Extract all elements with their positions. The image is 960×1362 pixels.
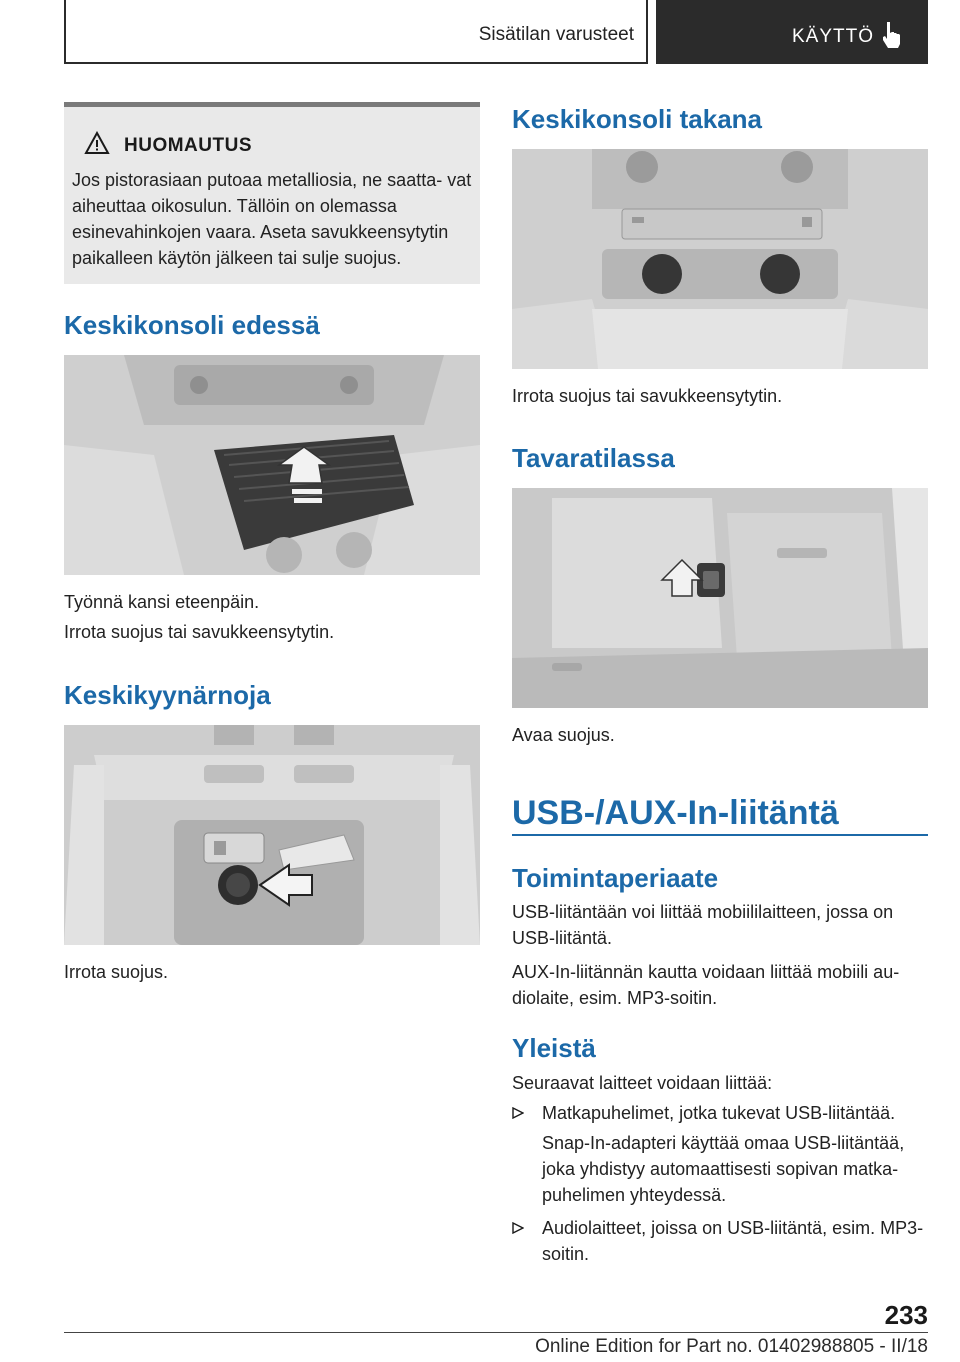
heading-general: Yleistä [512, 1033, 596, 1063]
list-item: Audiolaitteet, joissa on USB-liitäntä, e… [512, 1215, 928, 1267]
figure-luggage [512, 488, 928, 708]
warning-box: HUOMAUTUS Jos pistorasiaan putoaa metall… [64, 102, 480, 284]
warning-body: Jos pistorasiaan putoaa metalliosia, ne … [72, 170, 472, 268]
footer-divider [64, 1332, 928, 1333]
footer-edition: Online Edition for Part no. 01402988805 … [535, 1336, 928, 1357]
list-item-note: Snap-In-adapteri käyttää omaa USB-liitän… [542, 1133, 905, 1205]
figure-rear-console [512, 149, 928, 369]
principle-paragraph-2: AUX-In-liitännän kautta voidaan liittää … [512, 962, 900, 1008]
rear-console-step1: Irrota suojus tai savukkeensytytin. [512, 386, 783, 406]
front-console-step2: Irrota suojus tai savukkeensytytin. [64, 622, 335, 642]
heading-armrest: Keskikyynärnoja [64, 680, 271, 710]
header-section-title: Sisätilan varusteet [478, 24, 634, 45]
header-chapter-label: KÄYTTÖ [792, 26, 875, 47]
general-intro: Seuraavat laitteet voidaan liittää: [512, 1073, 773, 1093]
heading-rear-console: Keskikonsoli takana [512, 104, 762, 134]
figure-front-console [64, 355, 480, 575]
list-item: Matkapuhelimet, jotka tukevat USB-liitän… [512, 1100, 928, 1126]
page-number: 233 [884, 1300, 928, 1330]
armrest-step1: Irrota suojus. [64, 962, 169, 982]
list-item-text: Matkapuhelimet, jotka tukevat USB-liitän… [542, 1103, 896, 1123]
list-item-text: Audiolaitteet, joissa on USB-liitäntä, e… [542, 1218, 924, 1264]
figure-armrest [64, 725, 480, 945]
warning-title: HUOMAUTUS [124, 135, 252, 156]
heading-usb-aux: USB-/AUX-In-liitäntä [512, 794, 839, 832]
pointing-hand-icon [883, 22, 900, 48]
header-frame [64, 0, 648, 64]
bullet-triangle-icon [512, 1222, 524, 1234]
heading-luggage: Tavaratilassa [512, 443, 675, 473]
bullet-triangle-icon [512, 1107, 524, 1119]
principle-paragraph-1: USB-liitäntään voi liittää mobiililaitte… [512, 902, 894, 948]
heading-front-console: Keskikonsoli edessä [64, 310, 320, 340]
header-chapter-tab[interactable]: KÄYTTÖ [656, 0, 928, 64]
warning-triangle-icon [84, 131, 110, 154]
heading-principle: Toimintaperiaate [512, 863, 719, 893]
luggage-step1: Avaa suojus. [512, 725, 615, 745]
front-console-step1: Työnnä kansi eteenpäin. [64, 592, 260, 612]
heading-usb-aux-underline [512, 834, 928, 836]
